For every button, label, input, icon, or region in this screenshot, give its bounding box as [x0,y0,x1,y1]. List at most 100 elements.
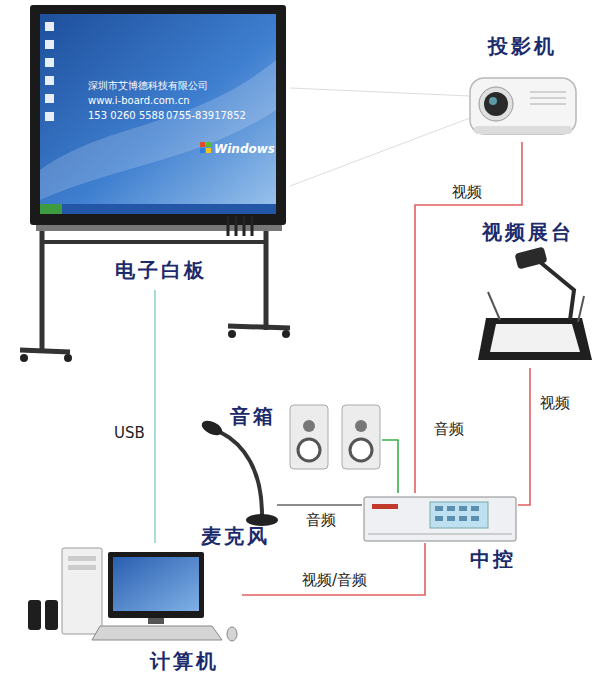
visualizer-arm [540,262,574,320]
button [435,506,443,511]
mouse [227,627,237,641]
lens-glint [489,97,497,105]
desktop-icon [45,94,54,103]
speaker-box [342,405,380,469]
pc-tower [62,548,102,634]
button [459,516,467,521]
desktop-icon [45,112,54,121]
computer-illustration [28,548,237,641]
signal-label: 视频/音频 [300,571,369,589]
cable-line [518,368,530,505]
monitor-frame [108,552,204,618]
button [471,516,479,521]
cable-line [242,543,425,595]
cable-line [277,504,362,506]
device-node: 中控 [362,493,518,543]
monitor-stand [148,618,164,624]
gooseneck [220,432,262,515]
device-label: 投影机 [488,34,557,58]
signal-label: USB [112,424,147,442]
desktop-icon [45,22,54,31]
device-node: 电子白板 [20,0,290,290]
case-seam [368,534,512,535]
pen [227,216,230,236]
flag-part [200,148,205,153]
drive-bay [68,556,96,561]
screen-text: Windows [214,142,275,156]
signal-label: 视频 [450,183,484,201]
board-screen [40,14,276,214]
button [447,516,455,521]
cable-line [415,142,522,493]
desktop-icon [45,58,54,67]
signal-label: 视频 [538,394,572,412]
flag-part [206,148,211,153]
flag-part [200,142,205,147]
device-node: 视频展台 [462,218,592,368]
taskbar [40,204,276,214]
speaker-box [290,405,328,469]
pen [251,216,254,236]
caster [64,354,72,362]
visualizer-base [478,318,592,360]
speaker-cone [303,420,315,432]
signal-label: 音频 [432,420,466,438]
device-label: 麦克风 [201,524,270,548]
device-node: 音箱 [286,402,382,474]
signal-label: 音频 [304,511,338,529]
pen [235,216,238,236]
projector-base [474,126,572,134]
stand-foot [20,350,70,352]
controller-case [364,497,516,541]
lamp-arm [488,292,500,320]
control-panel [430,502,488,528]
device-node: 计算机 [20,543,242,673]
screen-text: 153 0260 5588 [88,110,164,122]
monitor-screen [113,557,199,611]
screen-text: www.i-board.com.cn [88,95,190,107]
beam-line [290,118,470,186]
beam-line [290,88,470,96]
start-button [40,204,62,214]
pc-speaker [45,600,58,630]
drive-bay [68,565,96,570]
visualizer-illustration [478,246,592,360]
speaker-cone [355,420,367,432]
keyboard [92,626,222,640]
vent [530,91,566,93]
button [459,506,467,511]
lens [484,92,508,116]
caster [20,354,28,362]
device-label: 计算机 [150,649,219,673]
stand-crossbar [42,240,266,244]
cable-line [382,440,398,493]
controller-illustration [364,497,516,541]
projector-illustration [470,78,576,134]
pens [228,216,252,236]
speaker-cone [350,439,372,461]
button [471,506,479,511]
lens-ring [479,87,513,121]
vent [530,103,566,105]
windows-flag [200,142,211,153]
device-label: 音箱 [230,404,276,428]
visualizer-platform [490,324,580,352]
device-label: 视频展台 [482,220,574,244]
projector-body [470,78,576,134]
screen-text: 0755-83917852 [166,110,246,122]
vents [530,92,566,104]
button [447,506,455,511]
projection-beam [290,88,470,186]
button [435,516,443,521]
camera-head [514,246,547,269]
desktop-icon [45,40,54,49]
screen-swoosh [40,60,276,200]
flag-part [206,142,211,147]
pc-speaker [28,600,41,630]
caster [282,330,290,338]
desktop-icon [45,76,54,85]
controller-badge [372,504,398,509]
stand-foot [228,326,290,328]
board-frame [30,5,286,225]
lamp-arm [578,296,584,322]
